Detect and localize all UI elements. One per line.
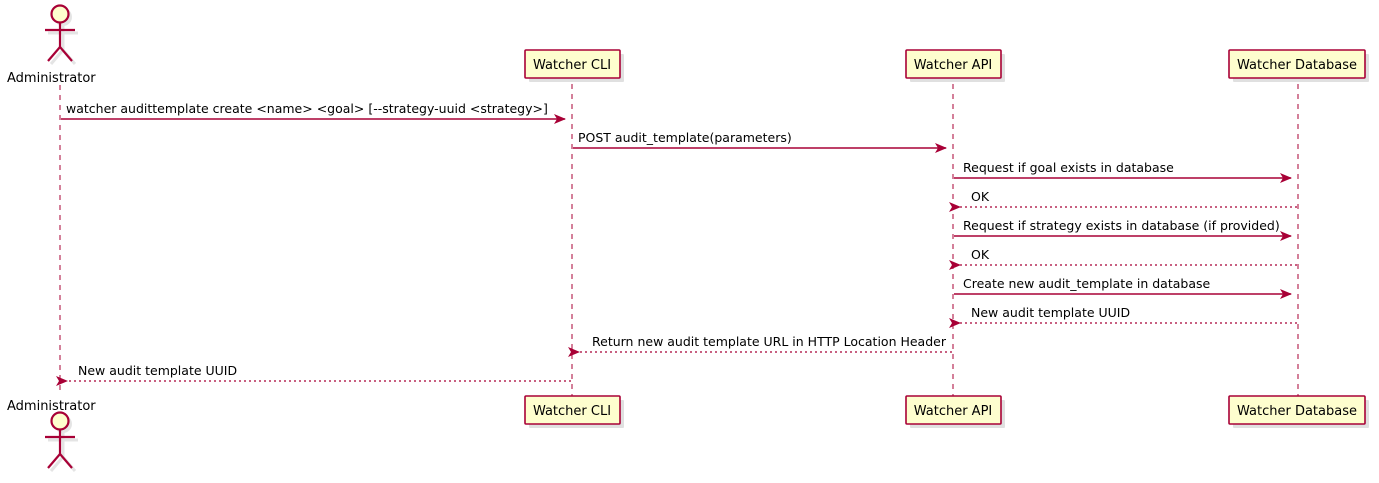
message-8[interactable]: New audit template UUID: [949, 305, 1297, 328]
message-label: POST audit_template(parameters): [578, 130, 792, 145]
message-label: Request if strategy exists in database (…: [963, 218, 1280, 233]
actor-leg-left-icon: [47, 453, 61, 469]
participant-watcher-cli-top[interactable]: Watcher CLI: [524, 49, 624, 82]
participant-watcher-api-bottom[interactable]: Watcher API: [905, 395, 1005, 428]
participant-box: [1228, 395, 1366, 425]
participant-label-watcher-api: Watcher API: [914, 58, 993, 73]
participant-label-watcher-api: Watcher API: [914, 404, 993, 419]
participant-box: [524, 395, 621, 425]
participant-box: [905, 395, 1002, 425]
actor-leg-left-icon: [47, 46, 61, 62]
message-label: Create new audit_template in database: [963, 276, 1210, 291]
message-label: OK: [971, 247, 990, 262]
message-6[interactable]: OK: [949, 247, 1297, 270]
message-label: Return new audit template URL in HTTP Lo…: [592, 334, 947, 349]
message-5[interactable]: Request if strategy exists in database (…: [954, 218, 1292, 241]
participant-label-watcher-cli: Watcher CLI: [533, 58, 611, 73]
lifelines: [59, 84, 1299, 396]
message-label: New audit template UUID: [971, 305, 1130, 320]
message-7[interactable]: Create new audit_template in database: [954, 276, 1292, 299]
message-label: watcher audittemplate create <name> <goa…: [66, 101, 548, 116]
actor-head-icon: [50, 4, 70, 24]
participant-box: [905, 49, 1002, 79]
participant-label-watcher-cli: Watcher CLI: [533, 404, 611, 419]
message-1[interactable]: watcher audittemplate create <name> <goa…: [61, 101, 566, 124]
message-label: New audit template UUID: [78, 363, 237, 378]
participant-watcher-database-top[interactable]: Watcher Database: [1228, 49, 1369, 82]
actor-administrator-bottom[interactable]: Administrator: [7, 399, 96, 472]
message-10[interactable]: New audit template UUID: [56, 363, 571, 386]
actor-label-administrator-bottom: Administrator: [7, 399, 96, 414]
actor-leg-right-icon: [59, 46, 73, 62]
message-4[interactable]: OK: [949, 189, 1297, 212]
message-2[interactable]: POST audit_template(parameters): [573, 130, 947, 153]
message-label: OK: [971, 189, 990, 204]
actor-label-administrator-top: Administrator: [7, 71, 96, 86]
participant-label-watcher-database: Watcher Database: [1237, 404, 1357, 419]
participant-watcher-cli-bottom[interactable]: Watcher CLI: [524, 395, 624, 428]
participant-box: [524, 49, 621, 79]
participant-label-watcher-database: Watcher Database: [1237, 58, 1357, 73]
participant-watcher-api-top[interactable]: Watcher API: [905, 49, 1005, 82]
actor-leg-right-icon: [59, 453, 73, 469]
participant-box: [1228, 49, 1366, 79]
message-3[interactable]: Request if goal exists in database: [954, 160, 1292, 183]
participant-watcher-database-bottom[interactable]: Watcher Database: [1228, 395, 1369, 428]
message-9[interactable]: Return new audit template URL in HTTP Lo…: [568, 334, 952, 357]
message-label: Request if goal exists in database: [963, 160, 1174, 175]
actor-administrator-top[interactable]: Administrator: [7, 4, 96, 87]
actor-head-icon: [50, 411, 70, 431]
